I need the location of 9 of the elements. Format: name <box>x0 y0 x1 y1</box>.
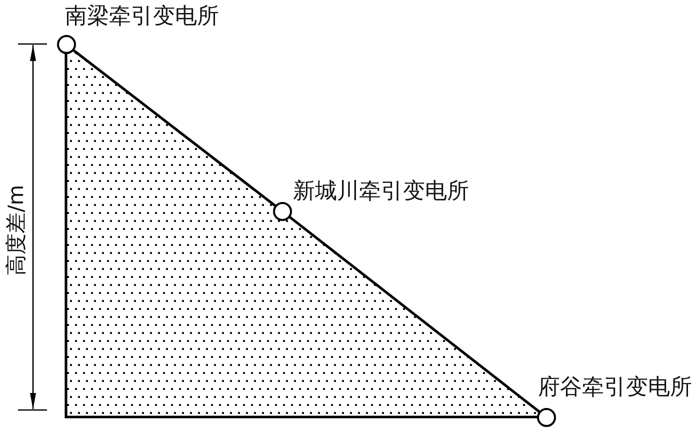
dimension-label: 高度差/m <box>4 184 28 276</box>
substation-label: 新城川牵引变电所 <box>293 179 469 205</box>
connector-line <box>72 48 276 207</box>
substation-label: 府谷牵引变电所 <box>538 375 692 401</box>
station-circle <box>56 35 76 54</box>
station-circle <box>536 408 556 426</box>
substation-label: 南梁牵引变电所 <box>65 4 219 30</box>
connector-line <box>64 53 538 418</box>
connector-line <box>288 215 540 413</box>
